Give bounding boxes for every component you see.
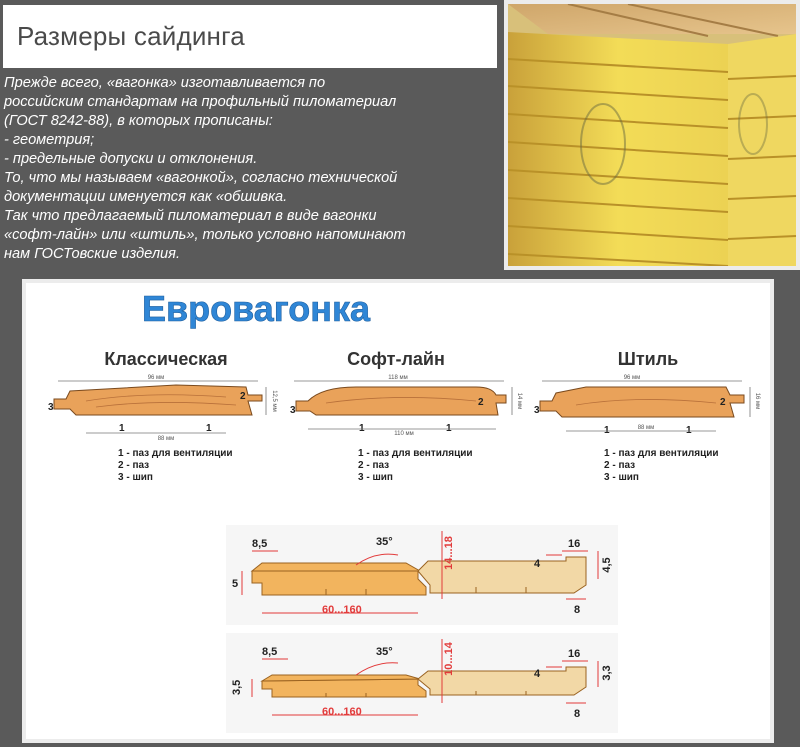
dim-bottom: 8	[574, 604, 580, 616]
dim-right-side: 3,3	[601, 665, 613, 680]
board-right	[417, 666, 587, 696]
dim-bottom: 110 мм	[394, 431, 413, 437]
joint-drawing-b: 8,5 35° 10...14 4 16 3,3 3,5 60...160 8	[226, 633, 618, 733]
dim-width: 60...160	[322, 604, 362, 616]
legend-item: 2 - паз	[358, 460, 389, 471]
intro-line: документации именуется как «обшивка.	[4, 189, 288, 205]
dim-left: 3,5	[231, 680, 243, 695]
dimension-lines	[241, 531, 599, 614]
dim-bottom: 88 мм	[638, 425, 655, 431]
title-box: Размеры сайдинга	[3, 5, 497, 68]
callout-1: 1	[686, 425, 692, 436]
page-title: Размеры сайдинга	[17, 21, 245, 51]
profiles-diagram: Евровагонка Классическая 96 мм 3 2 1 1 8…	[48, 288, 760, 733]
dim-tongue: 8,5	[262, 646, 277, 658]
legend-item: 1 - паз для вентиляции	[118, 448, 233, 459]
callout-2: 2	[478, 397, 484, 408]
intro-line: российским стандартам на профильный пило…	[4, 94, 397, 110]
board-profile	[53, 384, 263, 416]
dim-tongue: 8,5	[252, 538, 267, 550]
dim-right: 16	[568, 538, 580, 550]
dim-top: 96 мм	[624, 375, 641, 381]
dim-top: 118 мм	[388, 375, 407, 381]
dim-thickness: 14...18	[443, 536, 455, 570]
intro-line: (ГОСТ 8242-88), в которых прописаны:	[4, 113, 273, 129]
dim-right-side: 4,5	[601, 557, 613, 572]
profile-shtil: Штиль 96 мм 3 2 1 1 88 мм 16 мм 1 - паз …	[534, 349, 760, 483]
intro-line: Так что предлагаемый пиломатериал в виде…	[4, 208, 377, 224]
intro-text: Прежде всего, «вагонка» изготавливается …	[4, 74, 494, 264]
joint-drawing-a: 8,5 35° 14...18 4 16 4,5 5 60...160 8	[226, 525, 618, 625]
legend-item: 3 - шип	[118, 472, 153, 483]
callout-1: 1	[604, 425, 610, 436]
intro-line: - геометрия;	[4, 132, 95, 148]
dim-bottom: 8	[574, 708, 580, 720]
callout-3: 3	[48, 402, 54, 413]
callout-1: 1	[206, 423, 212, 434]
callout-1: 1	[359, 423, 365, 434]
board-left	[261, 678, 427, 698]
board-left-top	[260, 674, 421, 682]
dim-groove: 4	[534, 558, 541, 570]
legend-item: 1 - паз для вентиляции	[358, 448, 473, 459]
lumber-stack-image	[508, 4, 796, 266]
intro-line: То, что мы называем «вагонкой», согласно…	[4, 170, 398, 186]
legend-item: 2 - паз	[604, 460, 635, 471]
callout-1: 1	[446, 423, 452, 434]
dim-right: 16	[568, 648, 580, 660]
dim-side: 14 мм	[516, 393, 522, 410]
profile-name: Софт-лайн	[347, 349, 445, 369]
grain-line	[575, 399, 717, 406]
legend-item: 2 - паз	[118, 460, 149, 471]
board-left-top	[250, 562, 422, 572]
profile-classic: Классическая 96 мм 3 2 1 1 88 мм 12,5 мм…	[48, 349, 277, 483]
board-left	[251, 570, 427, 596]
callout-3: 3	[534, 405, 540, 416]
lumber-photo	[504, 0, 800, 270]
legend-item: 3 - шип	[358, 472, 393, 483]
eurovagonka-panel: Евровагонка Классическая 96 мм 3 2 1 1 8…	[22, 279, 774, 743]
board-profile	[295, 386, 507, 416]
dim-groove: 4	[534, 668, 541, 680]
callout-2: 2	[720, 397, 726, 408]
grain-line	[325, 397, 477, 404]
legend-item: 3 - шип	[604, 472, 639, 483]
legend-item: 1 - паз для вентиляции	[604, 448, 719, 459]
dim-width: 60...160	[322, 706, 362, 718]
callout-2: 2	[240, 391, 246, 402]
intro-line: Прежде всего, «вагонка» изготавливается …	[4, 75, 326, 91]
dim-angle: 35°	[376, 536, 393, 548]
callout-3: 3	[290, 405, 296, 416]
dim-thickness: 10...14	[443, 641, 455, 676]
dim-left: 5	[232, 578, 238, 590]
profile-name: Классическая	[104, 349, 227, 369]
profile-softline: Софт-лайн 118 мм 3 2 1 1 110 мм 14 мм 1 …	[290, 349, 522, 483]
dim-top: 96 мм	[148, 375, 165, 381]
dim-angle: 35°	[376, 646, 393, 658]
dimension-lines	[251, 639, 599, 716]
grain-line	[85, 394, 227, 402]
board-right	[417, 556, 587, 594]
dim-side: 16 мм	[754, 393, 760, 410]
dim-bottom: 88 мм	[158, 436, 175, 442]
diagram-heading: Евровагонка	[142, 288, 371, 329]
grain-line	[95, 402, 237, 408]
profile-name: Штиль	[618, 349, 678, 369]
callout-1: 1	[119, 423, 125, 434]
board-profile	[539, 386, 745, 418]
intro-line: «софт-лайн» или «штиль», только условно …	[4, 227, 406, 243]
intro-line: нам ГОСТовские изделия.	[4, 246, 181, 262]
intro-line: - предельные допуски и отклонения.	[4, 151, 258, 167]
diagram-area: Евровагонка Классическая 96 мм 3 2 1 1 8…	[26, 283, 770, 739]
dim-side: 12,5 мм	[271, 390, 277, 412]
